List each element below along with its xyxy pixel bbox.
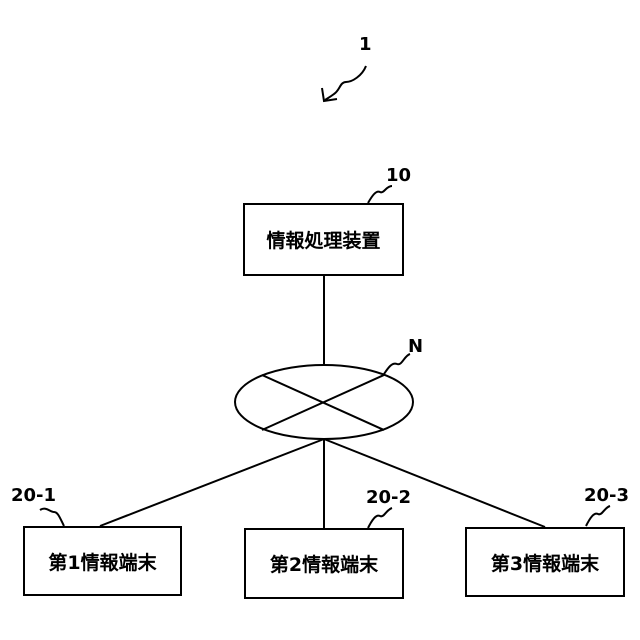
terminal1-ref-label: 20-1	[11, 485, 56, 506]
terminal2-box: 第2情報端末	[244, 528, 404, 599]
terminal2-box-label: 第2情報端末	[270, 550, 378, 577]
terminal3-box: 第3情報端末	[465, 527, 625, 597]
terminal1-box: 第1情報端末	[23, 526, 182, 596]
terminal1-box-label: 第1情報端末	[48, 548, 156, 575]
network-leader	[384, 354, 410, 374]
terminal3-ref-label: 20-3	[584, 485, 629, 506]
server-ref-label: 10	[386, 165, 411, 186]
server-box: 情報処理装置	[243, 203, 404, 276]
system-ref-label: 1	[359, 34, 372, 55]
network-terminal1-link	[100, 439, 324, 526]
server-leader	[368, 186, 392, 203]
network-ref-label: N	[408, 336, 423, 357]
server-box-label: 情報処理装置	[266, 226, 380, 253]
terminal1-leader	[40, 509, 64, 526]
terminal3-leader	[586, 506, 610, 526]
system-leader	[325, 66, 366, 100]
terminal2-ref-label: 20-2	[366, 487, 411, 508]
terminal2-leader	[368, 508, 392, 528]
terminal3-box-label: 第3情報端末	[491, 549, 599, 576]
network-terminal3-link	[324, 439, 545, 527]
